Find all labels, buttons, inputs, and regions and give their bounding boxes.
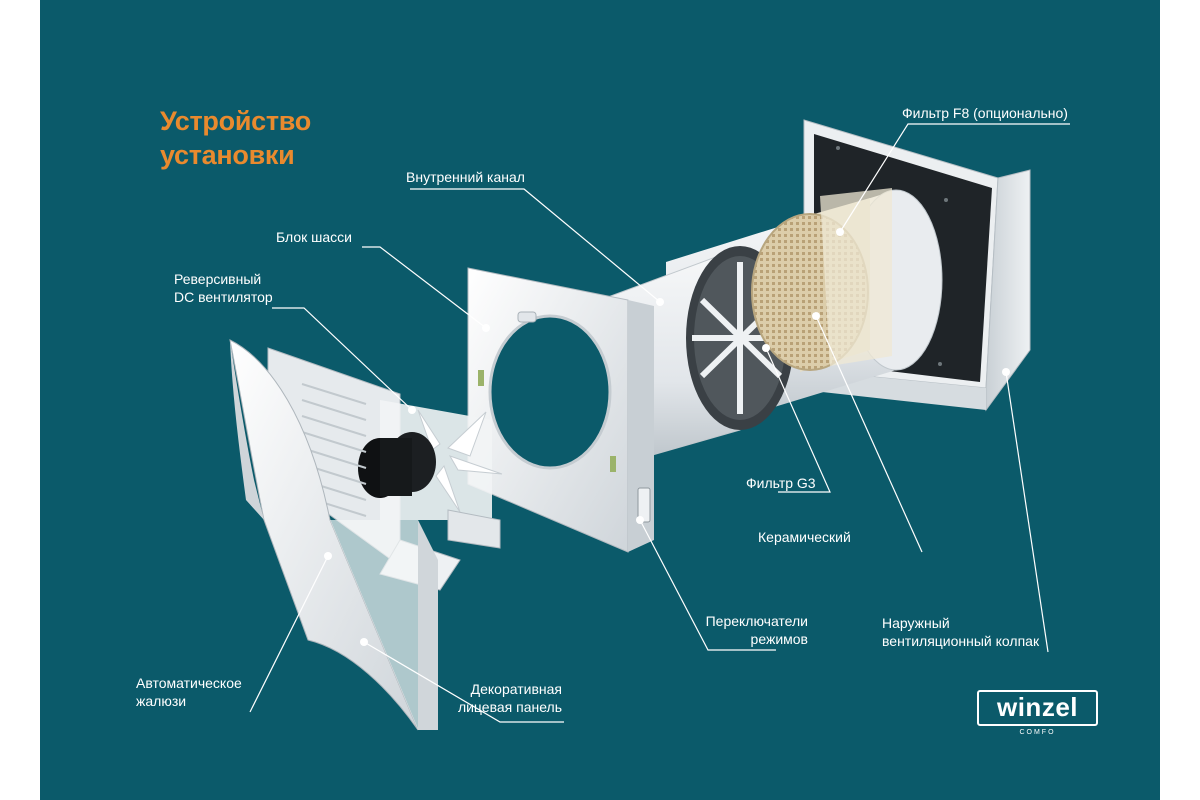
label-decorative-panel: Декоративная лицевая панель bbox=[420, 680, 562, 716]
label-f8-filter: Фильтр F8 (опционально) bbox=[902, 105, 1068, 121]
label-reversible-fan-line-1: Реверсивный bbox=[174, 271, 262, 287]
label-mode-switches: Переключатели режимов bbox=[660, 612, 808, 648]
reversible-fan-part bbox=[267, 347, 503, 591]
label-outer-hood: Наружный вентиляционный колпак bbox=[882, 614, 1039, 650]
label-decorative-panel-line-2: лицевая панель bbox=[457, 699, 562, 715]
label-ceramic: Керамический bbox=[758, 529, 851, 545]
logo-wordmark: winzel bbox=[996, 692, 1078, 722]
leader-lines bbox=[249, 123, 1070, 723]
label-outer-hood-line-1: Наружный bbox=[882, 615, 950, 631]
chassis-block-part bbox=[467, 267, 654, 553]
title-line-2: установки bbox=[160, 140, 295, 170]
decorative-panel-part bbox=[229, 339, 438, 731]
diagram-title: Устройство установки bbox=[160, 104, 311, 172]
label-reversible-fan-line-2: DC вентилятор bbox=[174, 289, 273, 305]
winzel-logo: winzel COMFO bbox=[977, 690, 1100, 738]
label-reversible-fan: Реверсивный DC вентилятор bbox=[174, 270, 273, 306]
exploded-device-illustration bbox=[229, 119, 1070, 731]
logo-frame bbox=[977, 690, 1098, 726]
label-chassis-block: Блок шасси bbox=[276, 229, 352, 245]
leader-dots bbox=[324, 228, 1010, 646]
label-outer-hood-line-2: вентиляционный колпак bbox=[882, 633, 1040, 649]
label-decorative-panel-line-1: Декоративная bbox=[470, 681, 562, 697]
label-auto-shutter-line-1: Автоматическое bbox=[136, 675, 242, 691]
label-auto-shutter-line-2: жалюзи bbox=[136, 693, 187, 709]
title-line-1: Устройство bbox=[160, 106, 311, 136]
logo-subtitle: COMFO bbox=[1019, 729, 1056, 736]
diagram-canvas: Устройство установки Фильтр F8 (опционал… bbox=[40, 0, 1160, 800]
label-auto-shutter: Автоматическое жалюзи bbox=[136, 674, 242, 710]
label-g3-filter: Фильтр G3 bbox=[746, 475, 816, 491]
label-inner-channel: Внутренний канал bbox=[406, 169, 525, 185]
label-mode-switches-line-2: режимов bbox=[750, 631, 808, 647]
label-mode-switches-line-1: Переключатели bbox=[705, 613, 808, 629]
